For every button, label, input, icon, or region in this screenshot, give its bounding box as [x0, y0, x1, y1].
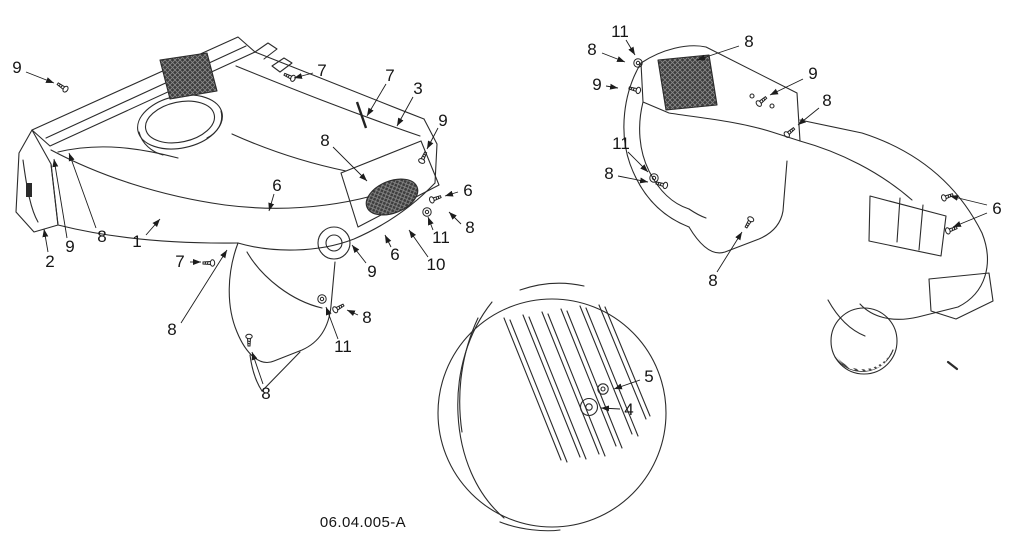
callout-label: 6: [463, 181, 472, 200]
callout-label: 11: [334, 337, 352, 356]
fasteners-left: [55, 70, 443, 347]
callout-label: 4: [624, 400, 633, 419]
callout-label: 9: [592, 75, 601, 94]
callout-label: 9: [367, 262, 376, 281]
callout-label: 8: [97, 227, 106, 246]
callout-label: 7: [317, 61, 326, 80]
callout-label: 8: [708, 271, 717, 290]
left-hood-assembly-art: [15, 36, 440, 392]
callout-label: 8: [604, 164, 613, 183]
vent-detail-art: [437, 282, 667, 532]
callout-label: 5: [644, 367, 653, 386]
callout-label: 6: [390, 245, 399, 264]
callout-label: 7: [385, 66, 394, 85]
diagram-code: 06.04.005-A: [320, 514, 406, 531]
callout-label: 9: [438, 111, 447, 130]
callout-label: 8: [261, 384, 270, 403]
callout-label: 1: [132, 232, 141, 251]
callout-label: 9: [12, 58, 21, 77]
callout-label: 8: [465, 218, 474, 237]
callout-label: 8: [362, 308, 371, 327]
callout-label: 3: [413, 79, 422, 98]
callout-label: 7: [175, 252, 184, 271]
callout-label: 2: [45, 252, 54, 271]
callout-label: 11: [432, 228, 450, 247]
callout-labels: 9 7 7 3 9 8 6 6 8 11 10 6 9 2 9 8 1 7 8 …: [12, 22, 1001, 419]
right-panel-assembly-art: [623, 45, 994, 375]
callout-label: 6: [272, 176, 281, 195]
callout-label: 8: [822, 91, 831, 110]
callout-label: 8: [587, 40, 596, 59]
callout-label: 9: [65, 237, 74, 256]
callout-leader-lines: [25, 39, 988, 412]
callout-label: 11: [612, 134, 630, 153]
callout-label: 8: [167, 320, 176, 339]
callout-label: 11: [611, 22, 629, 41]
callout-label: 8: [744, 32, 753, 51]
callout-label: 8: [320, 131, 329, 150]
callout-label: 9: [808, 64, 817, 83]
callout-label: 10: [427, 255, 446, 274]
callout-label: 6: [992, 199, 1001, 218]
